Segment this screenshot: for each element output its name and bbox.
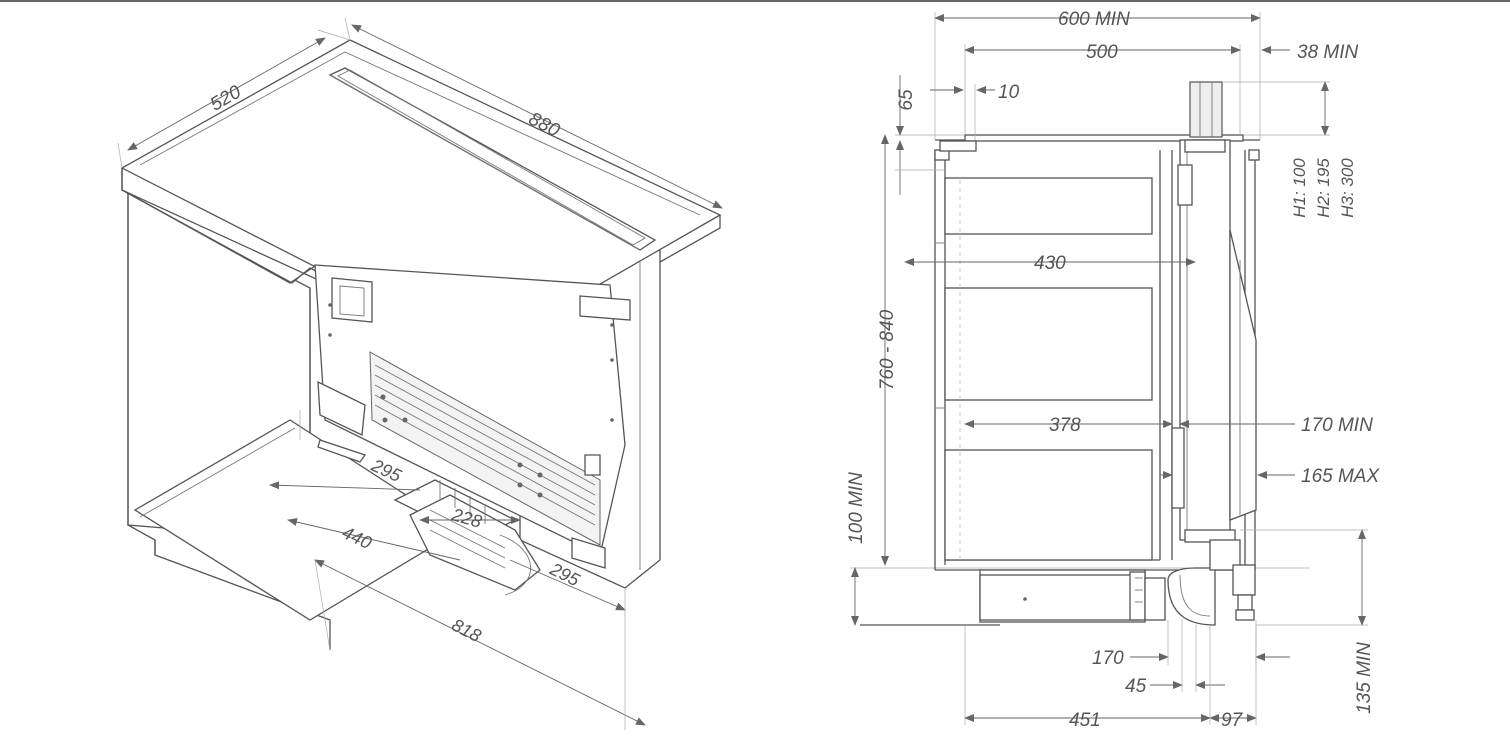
- dim-h3: H3: 300: [1338, 158, 1357, 218]
- dim-818: 818: [449, 615, 485, 646]
- dim-430: 430: [1034, 253, 1066, 274]
- isometric-view: 520 880 295 228 440 295 818: [117, 17, 723, 730]
- dim-97: 97: [1221, 710, 1244, 731]
- dim-170-min: 170 MIN: [1301, 415, 1373, 436]
- isometric-dimensions: [117, 17, 723, 730]
- extractor-unit-isometric: [314, 264, 631, 569]
- dim-10: 10: [998, 82, 1020, 103]
- dim-45: 45: [1125, 676, 1147, 697]
- side-view: 600 MIN 500 38 MIN 65 10 H1: 100 H2: 195…: [846, 9, 1380, 731]
- extractor-top-tower: [1189, 81, 1223, 138]
- dim-500: 500: [1086, 42, 1118, 63]
- extractor-column-side: [1171, 81, 1257, 543]
- dim-600-min: 600 MIN: [1058, 9, 1130, 30]
- motor-box-side: [979, 569, 1166, 623]
- dim-65: 65: [896, 89, 917, 111]
- elbow-duct-side: [1167, 539, 1256, 626]
- drawer-1: [944, 177, 1153, 235]
- dim-378: 378: [1049, 415, 1081, 436]
- dim-451: 451: [1069, 710, 1101, 731]
- dim-170: 170: [1092, 648, 1124, 669]
- dim-h2: H2: 195: [1314, 158, 1333, 218]
- drawer-3: [944, 449, 1153, 561]
- dim-100-min: 100 MIN: [846, 472, 867, 544]
- dim-760-840: 760 - 840: [877, 309, 898, 390]
- side-dimensions: [851, 12, 1368, 725]
- dim-38-min: 38 MIN: [1297, 42, 1359, 63]
- worktop-side: [939, 134, 1244, 152]
- dim-165-max: 165 MAX: [1301, 466, 1380, 487]
- dim-h1: H1: 100: [1290, 158, 1309, 218]
- dim-135-min: 135 MIN: [1354, 642, 1375, 714]
- drawer-2: [944, 287, 1153, 401]
